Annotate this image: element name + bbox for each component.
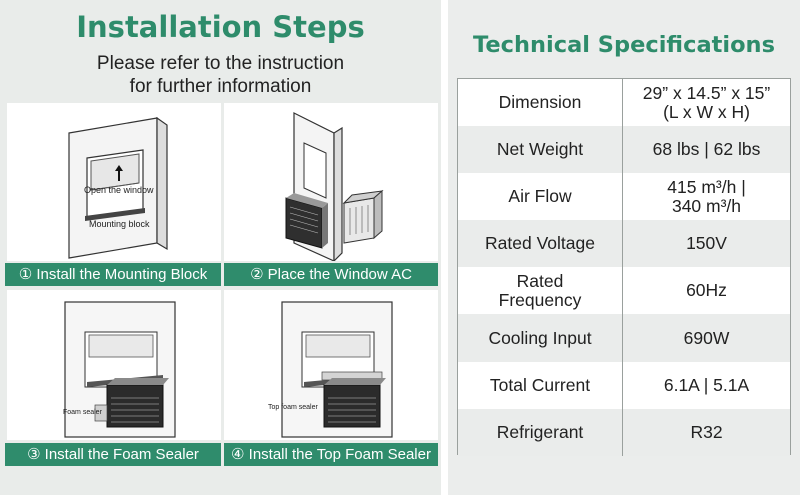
subtitle-line-2: for further information <box>129 76 312 97</box>
spec-key: Net Weight <box>458 126 624 174</box>
spec-value-line-1: 415 m³/h | <box>667 176 746 197</box>
step-1-annotation-window: Open the window <box>84 185 154 195</box>
step-1-label: ① Install the Mounting Block <box>5 263 221 286</box>
spec-key: Dimension <box>458 79 624 127</box>
spec-key-line-1: Rated <box>516 270 564 291</box>
spec-row-dimension: Dimension 29” x 14.5” x 15”(L x W x H) <box>458 79 790 127</box>
spec-row-air-flow: Air Flow 415 m³/h |340 m³/h <box>458 173 790 221</box>
spec-value: 29” x 14.5” x 15”(L x W x H) <box>623 79 790 126</box>
step-4-illustration: Top foam sealer <box>224 290 438 440</box>
spec-value: 690W <box>683 327 730 348</box>
spec-key-line-2: Frequency <box>498 289 582 310</box>
spec-key: Refrigerant <box>458 408 624 456</box>
step-3-annotation-sealer: Foam sealer <box>63 409 103 416</box>
installation-subtitle: Please refer to the instruction for furt… <box>0 52 441 98</box>
step-1-illustration: Open the window Mounting block <box>7 103 221 261</box>
spec-key: Air Flow <box>458 173 624 221</box>
spec-value: 150V <box>686 233 727 254</box>
specifications-table: Dimension 29” x 14.5” x 15”(L x W x H) N… <box>457 78 791 456</box>
spec-value-line-2: (L x W x H) <box>663 101 750 122</box>
spec-key: Total Current <box>458 361 624 409</box>
spec-row-cooling-input: Cooling Input 690W <box>458 314 790 362</box>
spec-row-rated-voltage: Rated Voltage 150V <box>458 220 790 268</box>
spec-value-line-2: 340 m³/h <box>671 195 742 216</box>
step-4-label: ④ Install the Top Foam Sealer <box>224 443 438 466</box>
spec-key: Rated Voltage <box>458 220 624 268</box>
spec-key: Cooling Input <box>458 314 624 362</box>
spec-row-net-weight: Net Weight 68 lbs | 62 lbs <box>458 126 790 174</box>
step-1-annotation-block: Mounting block <box>89 219 150 229</box>
step-3-illustration: Foam sealer <box>7 290 221 440</box>
spec-row-refrigerant: Refrigerant R32 <box>458 408 790 456</box>
installation-title: Installation Steps <box>76 10 365 44</box>
spec-value: R32 <box>690 421 723 442</box>
spec-value: 68 lbs | 62 lbs <box>652 139 761 160</box>
spec-value: 60Hz <box>686 280 727 301</box>
step-3-label: ③ Install the Foam Sealer <box>5 443 221 466</box>
spec-row-total-current: Total Current 6.1A | 5.1A <box>458 361 790 409</box>
specifications-title: Technical Specifications <box>473 32 775 58</box>
spec-value: 415 m³/h |340 m³/h <box>623 173 790 220</box>
step-4-annotation-sealer: Top foam sealer <box>268 404 318 411</box>
subtitle-line-1: Please refer to the instruction <box>96 53 345 74</box>
spec-value: 6.1A | 5.1A <box>663 374 750 395</box>
spec-value-line-1: 29” x 14.5” x 15” <box>642 82 771 103</box>
step-2-label: ② Place the Window AC <box>224 263 438 286</box>
step-2-illustration <box>224 103 438 261</box>
